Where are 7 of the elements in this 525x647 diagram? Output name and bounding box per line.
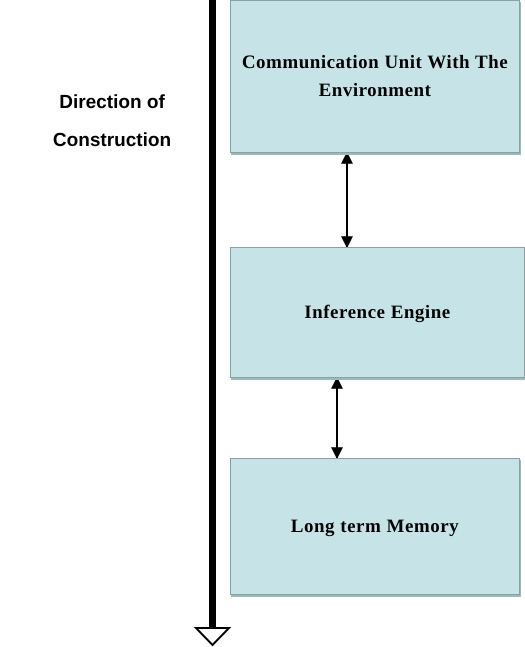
process-box [230, 247, 525, 378]
process-box [230, 0, 520, 153]
process-box [230, 458, 520, 595]
box-label: Inference Engine [303, 300, 452, 324]
direction-label: Direction of Construction [52, 91, 172, 153]
box-label: Long term Memory [290, 514, 460, 538]
box-label: Communication Unit With The Environment [240, 50, 510, 102]
